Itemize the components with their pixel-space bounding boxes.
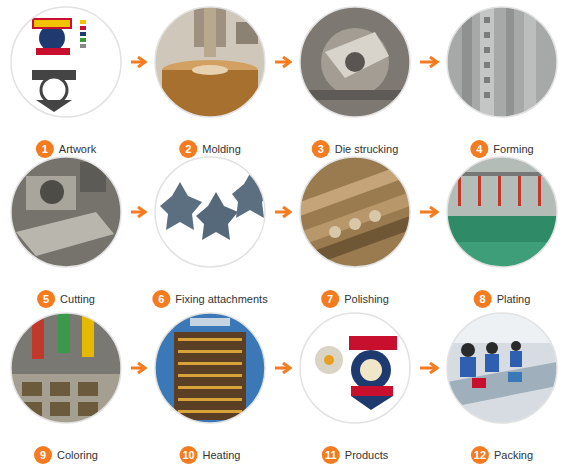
callout-number: 10 [180,446,198,464]
flow-arrow [275,211,290,214]
step-caption: 12 Packing [471,446,533,464]
step-caption: 4 Forming [470,140,533,158]
flow-arrow [420,367,437,370]
process-step: 8Plating [444,154,560,270]
step-caption: 1 Artwork [36,140,96,158]
callout-number: 3 [312,140,330,158]
step-caption: 3 Die strucking [312,140,399,158]
forming-photo [447,7,557,117]
step-caption: 5 Cutting [37,290,95,308]
callout-number: 5 [37,290,55,308]
flow-arrow [420,211,437,214]
callout-number: 12 [471,446,489,464]
step-caption: 11 Products [322,446,388,464]
process-step: 4Forming [444,4,560,120]
process-step: 1Artwork [8,4,124,120]
coloring-photo [11,313,121,424]
step-label: Plating [497,290,531,308]
step-label: Die strucking [335,140,399,158]
step-label: Coloring [57,446,98,464]
step-label: Artwork [59,140,96,158]
plating-photo [447,157,557,268]
fixing-photo [155,157,270,267]
callout-number: 9 [34,446,52,464]
cutting-photo [11,157,121,267]
process-step: 11Products [297,310,413,426]
heating-photo [155,313,265,423]
process-step: 7Polishing [297,154,413,270]
step-caption: 2 Molding [179,140,241,158]
process-step: 10Heating [152,310,268,426]
die-struck-photo [300,7,410,117]
flow-arrow [420,61,437,64]
flow-arrow [131,211,145,214]
step-caption: 9 Coloring [34,446,98,464]
molding-photo [155,7,265,120]
flow-arrow [131,367,145,370]
step-caption: 7 Polishing [321,290,389,308]
step-label: Packing [494,446,533,464]
step-label: Forming [493,140,533,158]
artwork-photo [11,7,121,117]
step-caption: 10 Heating [180,446,241,464]
callout-number: 8 [474,290,492,308]
flow-arrow [131,61,145,64]
callout-number: 6 [152,290,170,308]
step-label: Cutting [60,290,95,308]
process-step: 6Fixing attachments [152,154,268,270]
step-caption: 8 Plating [474,290,531,308]
step-label: Polishing [344,290,389,308]
step-caption: 6 Fixing attachments [152,290,267,308]
callout-number: 11 [322,446,340,464]
step-label: Heating [203,446,241,464]
flow-arrow [275,61,290,64]
callout-number: 2 [179,140,197,158]
process-step: 12Packing [444,310,560,426]
process-step: 3Die strucking [297,4,413,120]
step-label: Fixing attachments [175,290,267,308]
step-label: Products [345,446,388,464]
flow-arrow [275,367,290,370]
products-photo [300,313,410,423]
process-step: 5Cutting [8,154,124,270]
process-step: 2Molding [152,4,268,120]
packing-photo [447,313,557,423]
polishing-photo [300,157,410,270]
callout-number: 4 [470,140,488,158]
step-label: Molding [202,140,241,158]
callout-number: 7 [321,290,339,308]
process-step: 9Coloring [8,310,124,426]
callout-number: 1 [36,140,54,158]
